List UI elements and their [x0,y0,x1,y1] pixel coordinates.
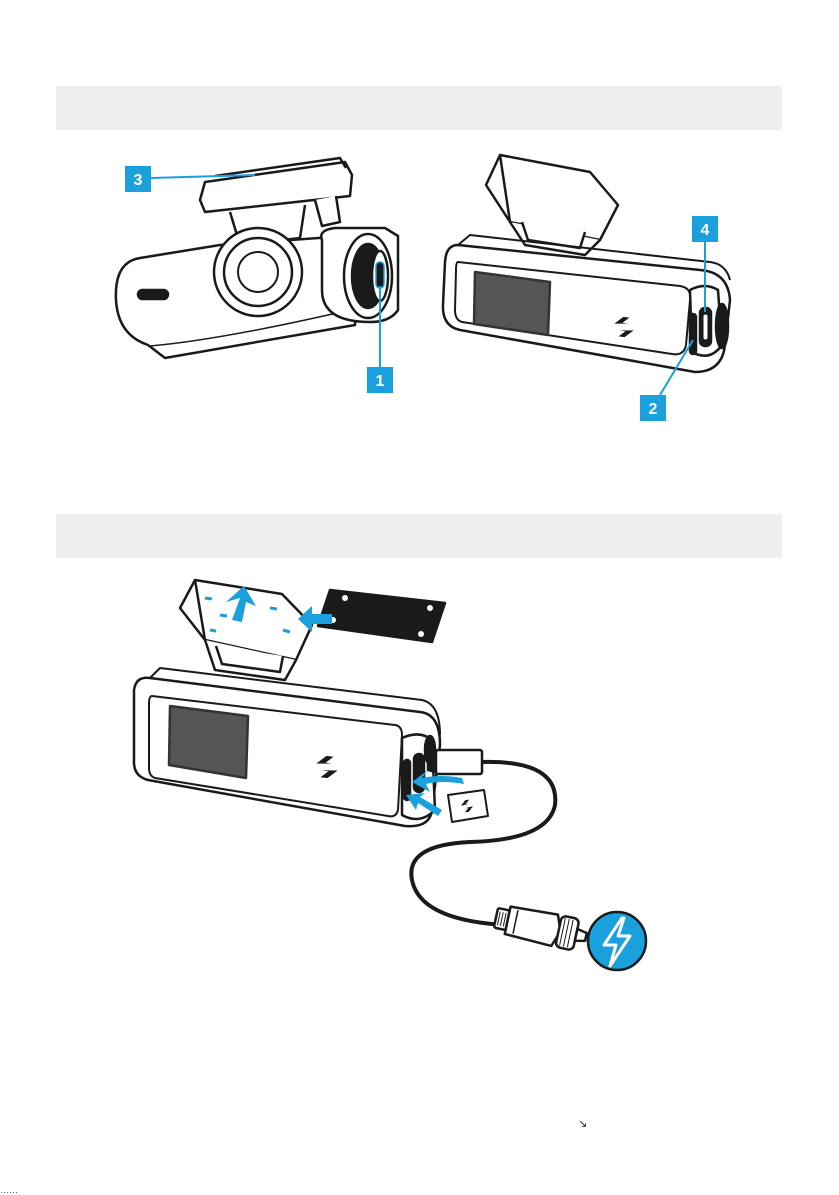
arrow-down-right-icon: ↘ [578,1117,587,1130]
installation-diagram [134,580,589,953]
lightning-bolt-icon [588,912,646,970]
rear-screen [474,272,550,335]
callout-label-1: 1 [376,373,385,390]
lens [238,252,278,292]
adhesive-plate [318,590,445,642]
camera-screen-2 [169,706,248,778]
dashcam-rear-view [443,155,730,372]
car-charger [493,902,590,952]
callout-label-2: 2 [649,401,658,418]
usb-port-1 [376,262,384,288]
sd-card [448,790,488,822]
sd-slot-2 [690,314,696,354]
callout-label-4: 4 [701,222,710,239]
usb-c-port-left [138,290,168,299]
footer-text: …… [0,1185,18,1195]
callout-label-3: 3 [134,172,143,189]
dashcam-front-view [116,158,398,358]
